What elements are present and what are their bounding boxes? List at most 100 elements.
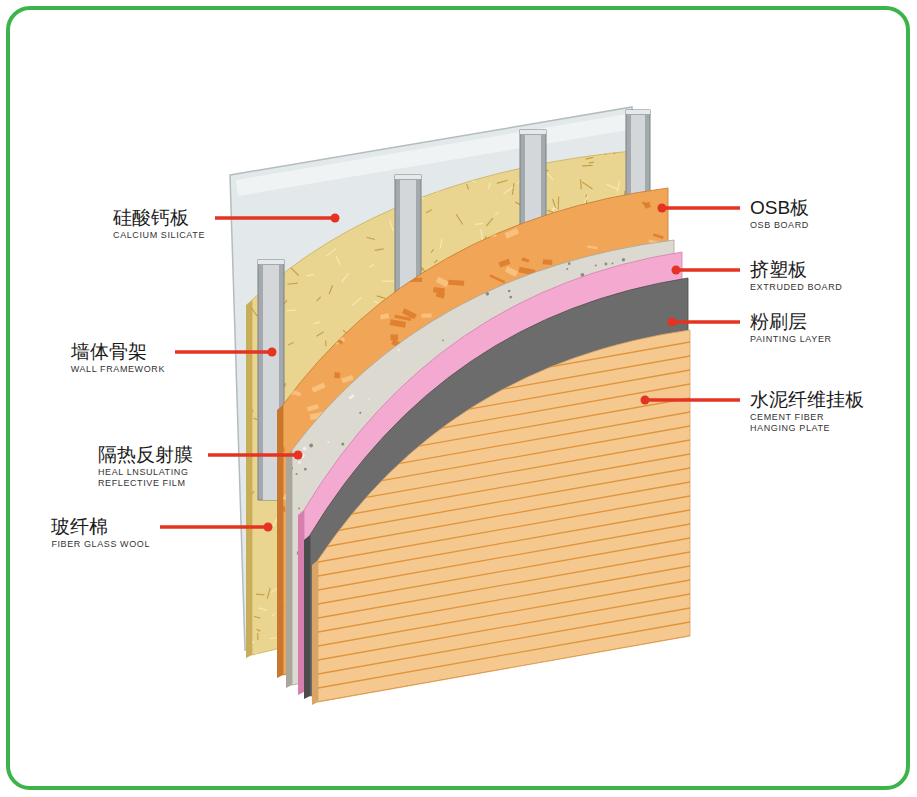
- wool-fibre: [558, 197, 560, 210]
- osb-flake: [505, 266, 518, 277]
- wool-fibre: [307, 274, 314, 275]
- film-speck: [590, 245, 592, 247]
- part-label-english: HEAL LNSULATING REFLECTIVE FILM: [98, 467, 198, 489]
- wool-fibre: [475, 223, 483, 225]
- wool-fibre: [497, 180, 508, 183]
- osb-flake: [307, 404, 319, 411]
- wool-fibre: [489, 183, 490, 189]
- film-speck: [439, 275, 442, 278]
- wool-fibre: [382, 180, 383, 184]
- leader-line: [662, 206, 740, 210]
- wool-fibre: [348, 205, 354, 209]
- osb-flake: [297, 204, 309, 211]
- callout-label-group: 硅酸钙板CALCIUM SILICATE: [113, 206, 205, 241]
- wool-fibre: [512, 183, 514, 195]
- wool-fibre: [242, 149, 248, 152]
- board-groove: [300, 424, 700, 495]
- wool-fibre: [617, 181, 619, 193]
- wool-fibre: [547, 210, 553, 212]
- film-speck: [604, 263, 607, 266]
- wool-fibre: [269, 200, 276, 203]
- film-speck: [512, 677, 514, 679]
- wool-fibre: [257, 633, 258, 640]
- film-speck: [494, 276, 496, 278]
- film-speck: [408, 244, 410, 246]
- wool-fibre: [287, 283, 297, 284]
- film-speck: [288, 382, 290, 384]
- wool-fibre: [381, 175, 393, 176]
- film-speck: [299, 374, 302, 377]
- wool-fibre: [381, 280, 394, 281]
- wool-fibre: [369, 265, 374, 268]
- wool-fibre: [260, 159, 264, 162]
- leader-lines: [160, 204, 740, 532]
- board-groove: [300, 466, 700, 537]
- wool-fibre: [390, 161, 392, 171]
- film-speck: [665, 649, 666, 650]
- film-speck: [509, 296, 512, 299]
- wool-fibre: [553, 206, 555, 210]
- wool-fibre: [440, 239, 442, 249]
- film-speck: [286, 353, 288, 355]
- wool-fibre: [323, 231, 331, 232]
- film-speck: [401, 311, 405, 315]
- film-speck: [301, 345, 304, 348]
- wool-fibre: [313, 185, 317, 195]
- film-speck: [371, 274, 373, 276]
- wool-fibre: [375, 249, 384, 251]
- film-speck: [374, 253, 376, 255]
- wool-fibre: [266, 198, 270, 208]
- film-speck: [612, 262, 614, 264]
- osb-flake: [299, 182, 313, 190]
- film-speck: [342, 264, 345, 267]
- osb-flake: [410, 278, 422, 282]
- wool-fibre: [240, 465, 246, 470]
- osb-flake: [536, 187, 550, 192]
- callout-label-group: 玻纤棉FIBER GLASS WOOL: [51, 515, 150, 550]
- osb-flake: [289, 308, 301, 313]
- osb-flake: [448, 280, 464, 286]
- wool-fibre: [434, 260, 437, 263]
- osb-flake: [417, 244, 430, 253]
- board-groove: [300, 438, 700, 509]
- wool-fibre: [367, 237, 375, 239]
- osb-flake: [521, 257, 529, 262]
- wool-fibre: [311, 152, 321, 153]
- osb-flake: [359, 267, 368, 272]
- osb-flake: [309, 331, 323, 341]
- osb-flake: [324, 272, 332, 278]
- frame-border: [8, 8, 908, 788]
- film-speck: [440, 304, 444, 308]
- board-groove: [300, 326, 700, 397]
- wool-fibre: [341, 273, 348, 282]
- osb-flake: [406, 197, 417, 205]
- part-label-english: WALL FRAMEWORK: [71, 364, 165, 375]
- layer-side: [312, 560, 318, 705]
- osb-flake: [340, 293, 349, 301]
- film-speck: [327, 441, 329, 443]
- osb-flake: [500, 204, 507, 208]
- leader-dot: [668, 318, 677, 327]
- callout-label-group: 粉刷层PAINTING LAYER: [750, 310, 832, 345]
- board-groove: [300, 522, 700, 593]
- wool-fibre: [267, 210, 272, 214]
- stud-cap: [258, 260, 284, 264]
- callout-label-group: 隔热反射膜HEAL LNSULATING REFLECTIVE FILM: [98, 443, 198, 489]
- film-speck: [350, 237, 354, 241]
- wool-fibre: [336, 256, 340, 265]
- part-label: OSB板: [750, 196, 809, 220]
- callout-label-group: 墙体骨架WALL FRAMEWORK: [71, 340, 165, 375]
- board-groove: [300, 648, 700, 719]
- wool-fibre: [284, 300, 287, 303]
- film-speck: [314, 233, 318, 237]
- film-speck: [370, 256, 373, 259]
- osb-flake: [392, 283, 400, 286]
- wool-fibre: [431, 249, 434, 252]
- film-speck: [442, 339, 444, 341]
- wool-fibre: [263, 174, 268, 175]
- wool-fibre: [457, 147, 464, 148]
- wool-fibre: [342, 194, 351, 195]
- wool-fibre: [265, 184, 267, 192]
- wool-fibre: [343, 199, 347, 206]
